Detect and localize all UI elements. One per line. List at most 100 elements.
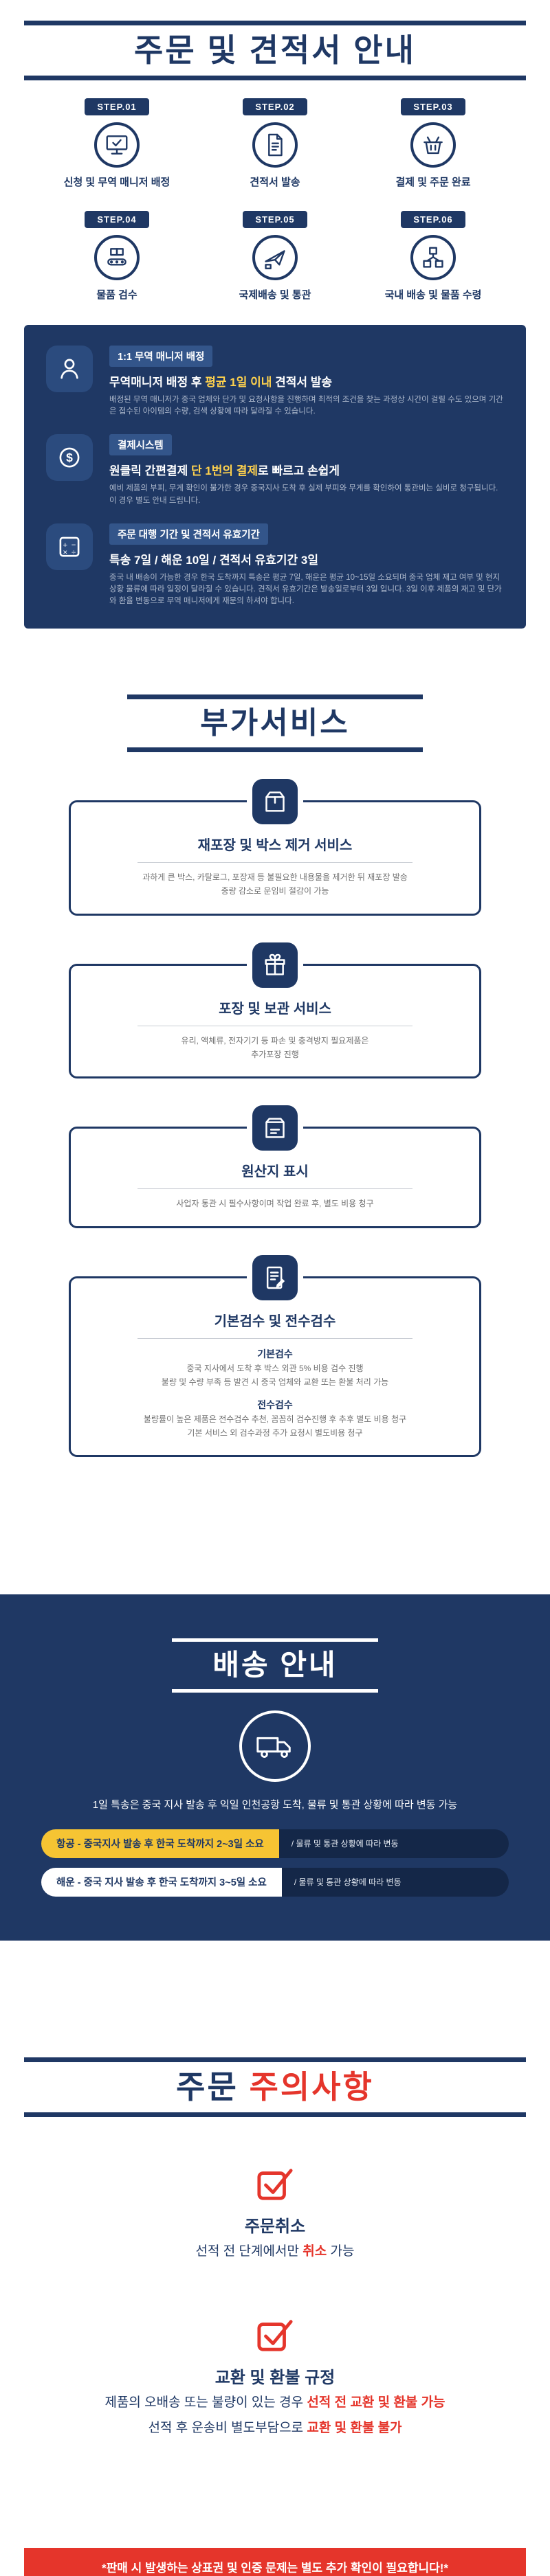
shipping-section: 배송 안내 1일 특송은 중국 지사 발송 후 익일 인천공항 도착, 물류 및… bbox=[0, 1594, 550, 1941]
caution-title-block: 주문 주의사항 bbox=[24, 2057, 526, 2117]
info-body: 예비 제품의 부피, 무게 확인이 불가한 경우 중국지사 도착 후 실제 부피… bbox=[109, 484, 498, 505]
shipping-title-block: 배송 안내 bbox=[172, 1638, 378, 1693]
headline-text: 원클릭 간편결제 bbox=[109, 464, 191, 478]
title-bar-bottom bbox=[127, 747, 423, 753]
process-steps: STEP.01 신청 및 무역 매니저 배정 STEP.02 견적서 발송 ST… bbox=[0, 98, 550, 302]
bar-label: 해운 - 중국 지사 발송 후 한국 도착까지 3~5일 소요 bbox=[41, 1867, 282, 1897]
monitor-check-icon bbox=[94, 122, 140, 168]
step-badge: STEP.02 bbox=[243, 98, 307, 115]
divider bbox=[137, 1338, 413, 1340]
headline-em-text: 평균 1일 이내 bbox=[205, 375, 272, 389]
info-body: 중국 내 배송이 가능한 경우 한국 도착까지 특송은 평균 7일, 해운은 평… bbox=[109, 573, 502, 606]
page-title-block: 주문 및 견적서 안내 bbox=[24, 21, 526, 80]
step-item-2: STEP.02 견적서 발송 bbox=[196, 98, 354, 189]
step-item-1: STEP.01 신청 및 무역 매니저 배정 bbox=[38, 98, 196, 189]
service-line: 불량 및 수량 부족 등 발견 시 중국 업체와 교환 또는 환불 처리 가능 bbox=[161, 1377, 389, 1388]
caution-heading: 교환 및 환불 규정 bbox=[214, 2369, 336, 2388]
caution-text: 선적 후 운송비 별도부담으로 bbox=[148, 2420, 307, 2435]
svg-text:+: + bbox=[63, 541, 68, 550]
service-line: 불량률이 높은 제품은 전수검수 추천, 꼼꼼히 검수진행 후 추후 별도 비용… bbox=[143, 1414, 407, 1424]
caution-item-cancel: 주문취소 선적 전 단계에서만 취소 가능 bbox=[0, 2165, 550, 2262]
package-icon bbox=[252, 779, 298, 825]
divider bbox=[137, 1188, 413, 1190]
shipping-bar-sea: 해운 - 중국 지사 발송 후 한국 도착까지 3~5일 소요 / 물류 및 통… bbox=[41, 1867, 509, 1897]
step-badge: STEP.04 bbox=[85, 210, 149, 228]
service-card-origin: 원산지 표시 사업자 통관 시 필수사항이며 작업 완료 후, 별도 비용 청구 bbox=[69, 1105, 481, 1229]
title-bar-bottom bbox=[24, 2112, 526, 2117]
service-line: 중국 지사에서 도착 후 박스 외관 5% 비용 검수 진행 bbox=[186, 1364, 364, 1374]
step-badge: STEP.05 bbox=[243, 210, 307, 228]
service-line: 사업자 통관 시 필수사항이며 작업 완료 후, 별도 비용 청구 bbox=[176, 1199, 374, 1209]
step-item-4: STEP.04 물품 검수 bbox=[38, 210, 196, 302]
caution-title-pre: 주문 bbox=[176, 2068, 250, 2105]
service-card-title: 원산지 표시 bbox=[241, 1164, 309, 1180]
headline-text: 로 빠르고 손쉽게 bbox=[258, 464, 340, 478]
step-label: 물품 검수 bbox=[96, 289, 138, 301]
shipping-title: 배송 안내 bbox=[212, 1649, 338, 1682]
svg-text:$: $ bbox=[66, 451, 73, 465]
info-title-chip: 결제시스템 bbox=[109, 434, 172, 456]
headline-text: 특송 7일 / 해운 10일 / 견적서 유효기간 3일 bbox=[109, 553, 319, 567]
origin-box-icon bbox=[252, 1105, 298, 1151]
boxes-network-icon bbox=[410, 234, 456, 280]
step-badge: STEP.06 bbox=[401, 210, 465, 228]
checkbox-icon bbox=[255, 2320, 295, 2356]
shipping-bar-air: 항공 - 중국지사 발송 후 한국 도착까지 2~3일 소요 / 물류 및 통관… bbox=[41, 1829, 509, 1858]
service-card-packing: 포장 및 보관 서비스 유리, 액체류, 전자기기 등 파손 및 충격방지 필요… bbox=[69, 942, 481, 1079]
step-label: 국내 배송 및 물품 수령 bbox=[384, 289, 482, 301]
headline-text: 견적서 발송 bbox=[272, 375, 333, 389]
title-bar-bottom bbox=[24, 75, 526, 80]
step-badge: STEP.03 bbox=[401, 98, 465, 115]
caution-em-text: 선적 전 교환 및 환불 가능 bbox=[307, 2395, 446, 2410]
headline-text: 무역매니저 배정 후 bbox=[109, 375, 206, 389]
caution-text: 제품의 오배송 또는 불량이 있는 경우 bbox=[104, 2395, 307, 2410]
caution-heading: 주문취소 bbox=[244, 2217, 306, 2236]
conveyor-icon bbox=[94, 234, 140, 280]
step-label: 신청 및 무역 매니저 배정 bbox=[63, 176, 170, 188]
trademark-notice-banner: *판매 시 발생하는 상표권 및 인증 문제는 별도 추가 확인이 필요합니다!… bbox=[24, 2548, 526, 2576]
info-content: 1:1 무역 매니저 배정 무역매니저 배정 후 평균 1일 이내 견적서 발송… bbox=[109, 345, 504, 418]
coin-icon: $ bbox=[46, 434, 93, 482]
info-content: 주문 대행 기간 및 견적서 유효기간 특송 7일 / 해운 10일 / 견적서… bbox=[109, 523, 504, 608]
step-badge: STEP.01 bbox=[85, 98, 149, 115]
caution-text: 선적 전 단계에서만 bbox=[195, 2244, 303, 2259]
inspection-basic-heading: 기본검수 bbox=[257, 1348, 293, 1360]
service-card-title: 포장 및 보관 서비스 bbox=[219, 1001, 331, 1017]
headline-em-text: 단 1번의 결제 bbox=[190, 464, 258, 478]
title-bar-top bbox=[24, 2057, 526, 2062]
service-line: 과하게 큰 박스, 카탈로그, 포장재 등 불필요한 내용물을 제거한 뒤 재포… bbox=[142, 872, 408, 883]
gift-icon bbox=[252, 942, 298, 988]
service-line: 추가포장 진행 bbox=[251, 1049, 299, 1059]
info-block-manager: 1:1 무역 매니저 배정 무역매니저 배정 후 평균 1일 이내 견적서 발송… bbox=[46, 345, 504, 418]
bar-label: 항공 - 중국지사 발송 후 한국 도착까지 2~3일 소요 bbox=[41, 1829, 279, 1858]
title-bar-top bbox=[24, 21, 526, 25]
invoice-icon bbox=[252, 122, 298, 168]
service-card-inspection: 기본검수 및 전수검수 기본검수 중국 지사에서 도착 후 박스 외관 5% 비… bbox=[69, 1255, 481, 1458]
basket-icon bbox=[410, 122, 456, 168]
bar-suffix: / 물류 및 통관 상황에 따라 변동 bbox=[281, 1867, 509, 1897]
services-title: 부가서비스 bbox=[200, 705, 350, 740]
info-headline: 원클릭 간편결제 단 1번의 결제로 빠르고 손쉽게 bbox=[109, 461, 504, 478]
step-item-5: STEP.05 국제배송 및 통관 bbox=[196, 210, 354, 302]
info-title-chip: 1:1 무역 매니저 배정 bbox=[109, 345, 213, 367]
info-headline: 특송 7일 / 해운 10일 / 견적서 유효기간 3일 bbox=[109, 550, 504, 567]
title-bar-top bbox=[172, 1638, 378, 1642]
inspection-full-heading: 전수검수 bbox=[257, 1399, 293, 1410]
info-content: 결제시스템 원클릭 간편결제 단 1번의 결제로 빠르고 손쉽게 예비 제품의 … bbox=[109, 434, 504, 507]
service-card-repack: 재포장 및 박스 제거 서비스 과하게 큰 박스, 카탈로그, 포장재 등 불필… bbox=[69, 779, 481, 916]
service-card-title: 재포장 및 박스 제거 서비스 bbox=[197, 838, 353, 854]
svg-text:×: × bbox=[63, 548, 68, 556]
calculator-icon: +−× ÷ bbox=[46, 523, 93, 570]
caution-title: 주문 주의사항 bbox=[24, 2069, 526, 2105]
svg-text:−: − bbox=[72, 541, 76, 550]
step-item-6: STEP.06 국내 배송 및 물품 수령 bbox=[354, 210, 512, 302]
page-title: 주문 및 견적서 안내 bbox=[134, 32, 416, 68]
caution-em-text: 취소 bbox=[302, 2244, 327, 2259]
caution-item-refund: 교환 및 환불 규정 제품의 오배송 또는 불량이 있는 경우 선적 전 교환 … bbox=[0, 2316, 550, 2438]
service-line: 기본 서비스 외 검수과정 추가 요청시 별도비용 청구 bbox=[187, 1427, 363, 1438]
bar-suffix: / 물류 및 통관 상황에 따라 변동 bbox=[278, 1829, 509, 1858]
shipping-note: 1일 특송은 중국 지사 발송 후 익일 인천공항 도착, 물류 및 통관 상황… bbox=[92, 1798, 458, 1811]
svg-text:÷: ÷ bbox=[72, 548, 76, 556]
step-label: 결제 및 주문 완료 bbox=[395, 176, 471, 188]
